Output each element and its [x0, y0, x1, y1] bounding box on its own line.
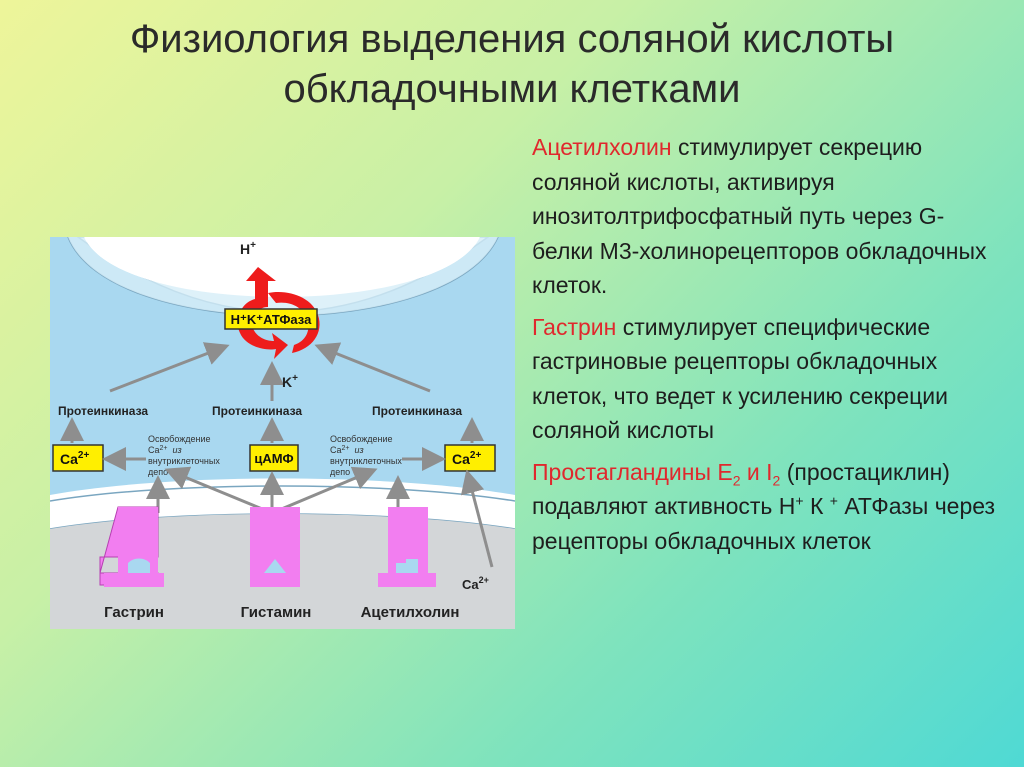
- diagram-svg: H+ H⁺K⁺АТФаза K+ Протеинкиназа Протеинки…: [50, 237, 515, 629]
- ca-right-box: [444, 444, 496, 472]
- release-text-right: Освобождение Ca2+из внутриклеточных депо: [330, 434, 402, 477]
- arrow-rec-release-right: [271, 466, 378, 515]
- title-line-1: Физиология выделения соляной кислоты: [129, 17, 895, 61]
- receptor-ach-notch: [396, 559, 418, 573]
- receptor-histamine-notch: [264, 559, 286, 573]
- slide-title: Физиология выделения соляной кислоты обк…: [0, 14, 1024, 114]
- pump-arrow-left: [237, 267, 288, 359]
- ca-right-label: Ca2+: [452, 450, 481, 467]
- lumen-inner: [84, 237, 480, 297]
- title-line-2: обкладочными клетками: [283, 67, 741, 111]
- paragraph-acetylcholine: Ацетилхолин стимулирует секрецию соляной…: [532, 134, 987, 298]
- label-acetylcholine: Ацетилхолин: [361, 604, 460, 621]
- proteinkinase-right: Протеинкиназа: [372, 404, 462, 418]
- pump-label: H⁺K⁺АТФаза: [231, 312, 312, 327]
- explanation-text: Ацетилхолин стимулирует секрецию соляной…: [532, 130, 1002, 565]
- receptor-ach-base: [378, 573, 436, 587]
- highlight-prostaglandins: Простагландины Е2 и I2: [532, 458, 781, 489]
- h-plus-label: H+: [240, 240, 256, 257]
- highlight-gastrin: Гастрин: [532, 313, 617, 340]
- label-gastrin: Гастрин: [104, 604, 164, 621]
- release-text-left: Освобождение Ca2+из внутриклеточных депо: [148, 434, 220, 477]
- ca-left-label: Ca2+: [60, 450, 89, 467]
- svg-text:Ca2+из: Ca2+из: [330, 445, 364, 455]
- arrow-rec-release-left: [164, 466, 273, 515]
- arrow-ca-outside: [460, 469, 494, 568]
- k-plus-label: K+: [282, 373, 298, 390]
- parietal-cell-diagram: H+ H⁺K⁺АТФаза K+ Протеинкиназа Протеинки…: [50, 237, 515, 629]
- lumen-membrane: [68, 237, 498, 316]
- svg-text:внутриклеточных: внутриклеточных: [148, 456, 220, 466]
- svg-text:депо: депо: [148, 467, 168, 477]
- pump-arrow-right: [268, 291, 320, 353]
- pump-box: [224, 308, 318, 330]
- paragraph-prostaglandins: Простагландины Е2 и I2 (простациклин) по…: [532, 458, 996, 554]
- svg-text:Ca2+из: Ca2+из: [148, 445, 182, 455]
- arrow-pk-right: [314, 342, 431, 393]
- receptor-gastrin-notch: [128, 558, 150, 573]
- paragraph-gastrin: Гастрин стимулирует специфические гастри…: [532, 313, 948, 444]
- label-histamine: Гистамин: [241, 604, 312, 621]
- svg-text:внутриклеточных: внутриклеточных: [330, 456, 402, 466]
- svg-text:Освобождение: Освобождение: [330, 434, 393, 444]
- camp-label: цАМФ: [254, 451, 293, 466]
- camp-box: [249, 444, 299, 472]
- ca-left-box: [52, 444, 104, 472]
- svg-text:Освобождение: Освобождение: [148, 434, 211, 444]
- receptor-histamine-base: [250, 573, 300, 587]
- arrow-pk-left: [109, 342, 230, 393]
- receptor-gastrin-base: [104, 573, 164, 587]
- highlight-acetylcholine: Ацетилхолин: [532, 134, 672, 160]
- proteinkinase-left: Протеинкиназа: [58, 404, 148, 418]
- svg-text:депо: депо: [330, 467, 350, 477]
- ca-outside-label: Ca2+: [462, 575, 489, 592]
- proteinkinase-center: Протеинкиназа: [212, 404, 302, 418]
